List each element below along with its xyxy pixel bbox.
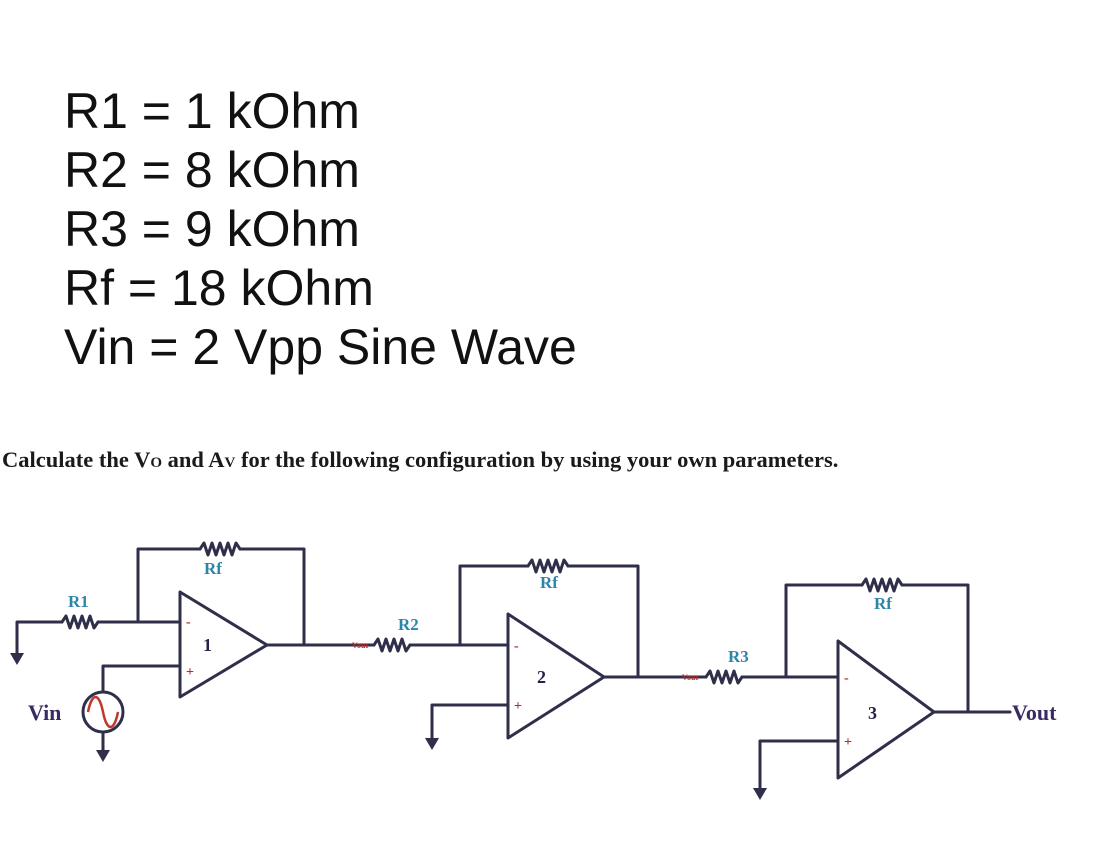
circuit-diagram: R1 Rf R2 Rf R3 Rf Vout Vout 1 2 3 - + - … (10, 541, 1057, 800)
noninv2-to-ground-wire (430, 703, 510, 742)
opamp-3-minus: - (844, 671, 849, 686)
param-r1: R1 = 1 kOhm (64, 83, 360, 139)
rf1-label: Rf (204, 559, 222, 578)
opamp-2-plus: + (514, 699, 522, 714)
r3-label: R3 (728, 647, 749, 666)
feedback2-right-wire (566, 564, 640, 679)
opamp-2-icon (506, 612, 606, 740)
av-subscript: V (224, 455, 236, 471)
question-text: Calculate the VO and AV for the followin… (2, 447, 838, 473)
opamp-1-plus: + (186, 665, 194, 680)
vin-label: Vin (28, 700, 61, 725)
vo-subscript: O (150, 455, 162, 471)
r2-label: R2 (398, 615, 419, 634)
ground-icon (425, 738, 439, 750)
feedback1-right-wire (238, 547, 306, 647)
question-part1: Calculate the V (2, 447, 151, 472)
noninv3-to-ground-wire (758, 739, 840, 792)
feedback3-right-wire (900, 583, 970, 714)
opamp-3-icon (836, 639, 936, 780)
opamp-2-number: 2 (537, 667, 546, 687)
vout-label: Vout (1012, 700, 1057, 725)
opamp-1-minus: - (186, 615, 191, 630)
parameter-list: R1 = 1 kOhm R2 = 8 kOhm R3 = 9 kOhm Rf =… (64, 82, 577, 377)
question-part3: for the following configuration by using… (235, 447, 839, 472)
ground-icon (753, 788, 767, 800)
rf3-label: Rf (874, 594, 892, 613)
ac-source-icon (81, 690, 125, 734)
ground-icon (96, 750, 110, 762)
r1-resistor-icon (60, 614, 100, 630)
r1-input-wire (15, 620, 64, 657)
param-vin: Vin = 2 Vpp Sine Wave (64, 319, 577, 375)
rf1-resistor-icon (198, 541, 242, 557)
r2-resistor-icon (372, 637, 412, 653)
rf3-resistor-icon (860, 577, 904, 593)
feedback3-left-wire (784, 583, 864, 679)
opamp-3-number: 3 (868, 703, 877, 723)
param-r2: R2 = 8 kOhm (64, 142, 360, 198)
opamp-1-icon (178, 590, 269, 699)
rf2-resistor-icon (526, 558, 570, 574)
opamp-3-plus: + (844, 735, 852, 750)
opamp-2-minus: - (514, 639, 519, 654)
param-r3: R3 = 9 kOhm (64, 201, 360, 257)
vout-small-label-1: Vout (352, 641, 368, 650)
feedback2-left-wire (458, 564, 530, 647)
question-part2: and A (162, 447, 225, 472)
opamp-1-number: 1 (203, 635, 212, 655)
r3-resistor-icon (704, 669, 744, 685)
rf2-label: Rf (540, 573, 558, 592)
vout-small-label-2: Vout (682, 673, 698, 682)
feedback1-left-wire (136, 547, 202, 624)
ground-icon (10, 653, 24, 665)
param-rf: Rf = 18 kOhm (64, 260, 374, 316)
r1-label: R1 (68, 592, 89, 611)
